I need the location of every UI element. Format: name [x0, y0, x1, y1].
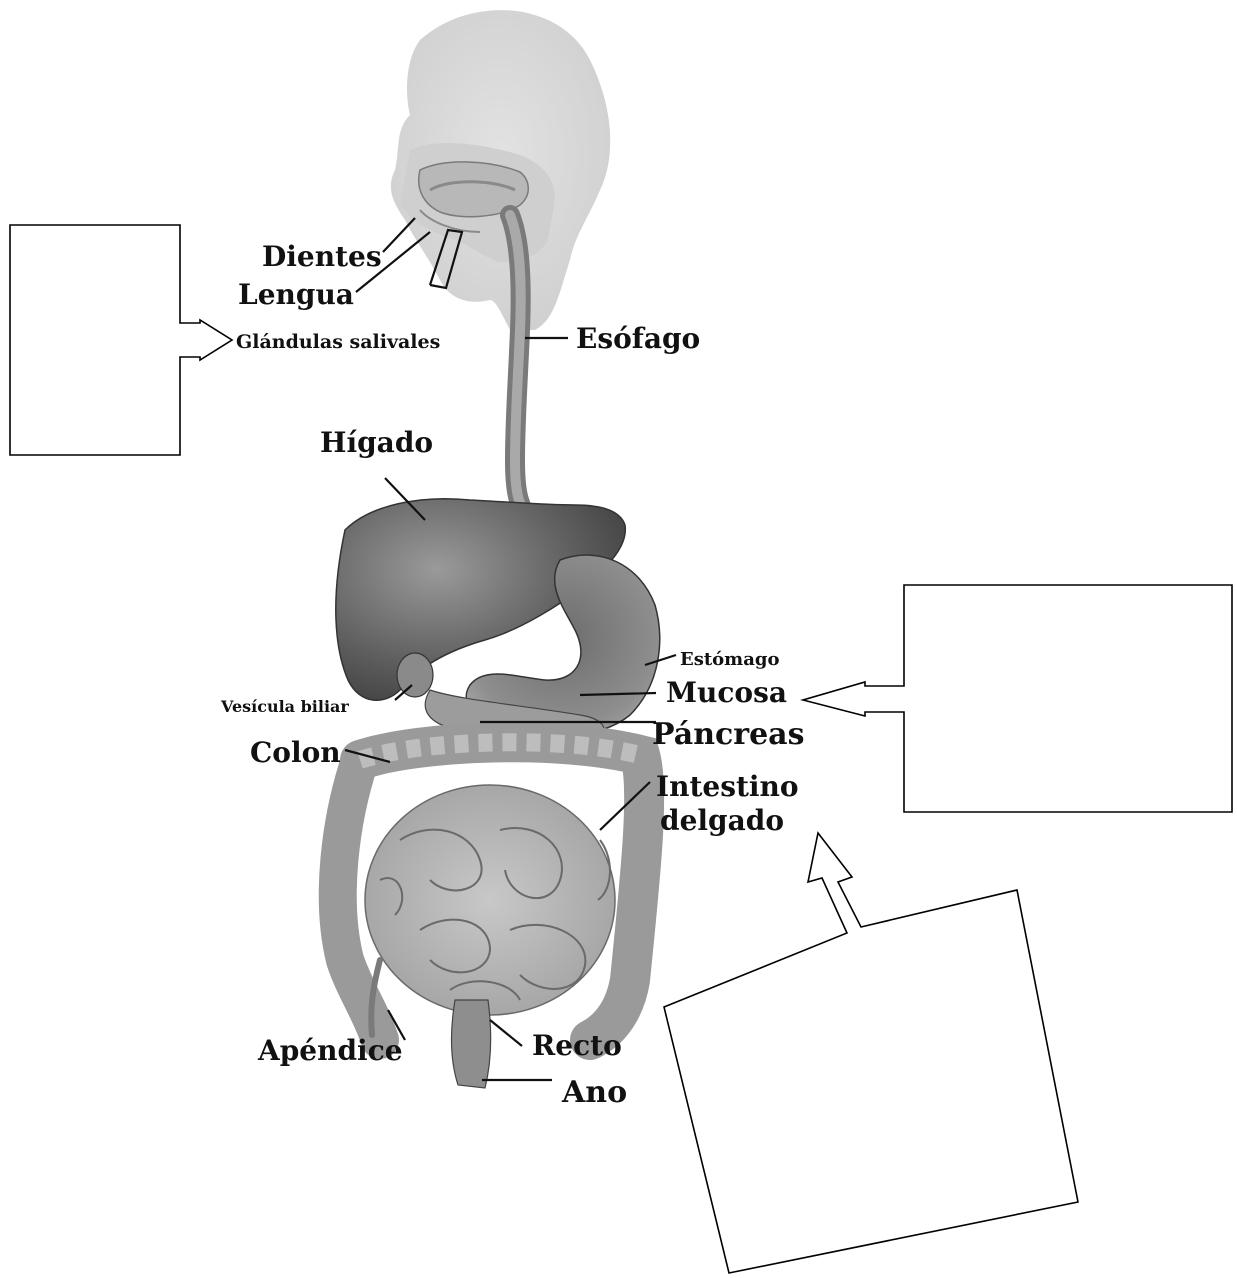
label-delgado: delgado: [660, 804, 784, 837]
label-lengua: Lengua: [238, 278, 354, 311]
answer-box-right-group: [803, 585, 1232, 812]
answer-box-bottom[interactable]: [664, 833, 1078, 1273]
label-colon: Colon: [250, 736, 341, 769]
label-higado: Hígado: [320, 426, 433, 459]
head-silhouette: [391, 10, 610, 330]
gallbladder-shape: [397, 653, 433, 697]
answer-box-left-group: [10, 225, 232, 455]
esophagus-shape: [510, 215, 528, 518]
label-mucosa: Mucosa: [666, 676, 787, 709]
label-esofago: Esófago: [576, 322, 700, 355]
label-pancreas: Páncreas: [652, 717, 805, 752]
label-vesicula-biliar: Vesícula biliar: [220, 697, 349, 716]
rectum-shape: [452, 1000, 491, 1088]
label-apendice: Apéndice: [257, 1034, 403, 1067]
label-recto: Recto: [532, 1029, 622, 1062]
answer-box-right[interactable]: [803, 585, 1232, 812]
label-ano: Ano: [561, 1075, 627, 1110]
label-glandulas-salivales: Glándulas salivales: [236, 331, 440, 353]
label-dientes: Dientes: [262, 240, 382, 273]
answer-box-bottom-group: [664, 833, 1078, 1273]
answer-box-left[interactable]: [10, 225, 232, 455]
label-intestino: Intestino: [656, 770, 799, 803]
label-estomago: Estómago: [680, 649, 779, 670]
small-intestine-shape: [365, 785, 615, 1015]
